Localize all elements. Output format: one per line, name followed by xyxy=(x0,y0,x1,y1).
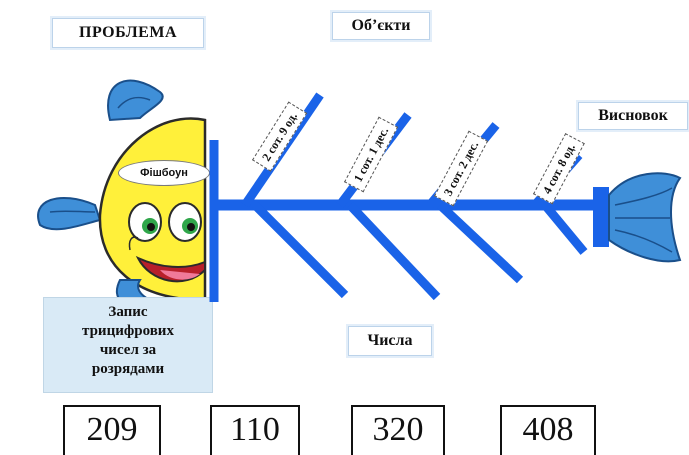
number-box-1: 209 xyxy=(63,405,161,455)
lower-bone-1 xyxy=(251,201,349,299)
lower-bone-3 xyxy=(436,201,524,284)
number-box-4: 408 xyxy=(500,405,596,455)
problem-label: ПРОБЛЕМА xyxy=(52,18,204,48)
number-box-2: 110 xyxy=(210,405,300,455)
topic-box: Запис трицифрових чисел за розрядами xyxy=(43,297,213,393)
lower-bone-4 xyxy=(541,202,588,255)
tail-base xyxy=(593,187,609,247)
objects-label: Об’єкти xyxy=(332,12,430,40)
lower-bone-2 xyxy=(346,201,441,301)
conclusion-label: Висновок xyxy=(578,102,688,130)
number-box-3: 320 xyxy=(351,405,445,455)
numbers-label: Числа xyxy=(348,326,432,356)
